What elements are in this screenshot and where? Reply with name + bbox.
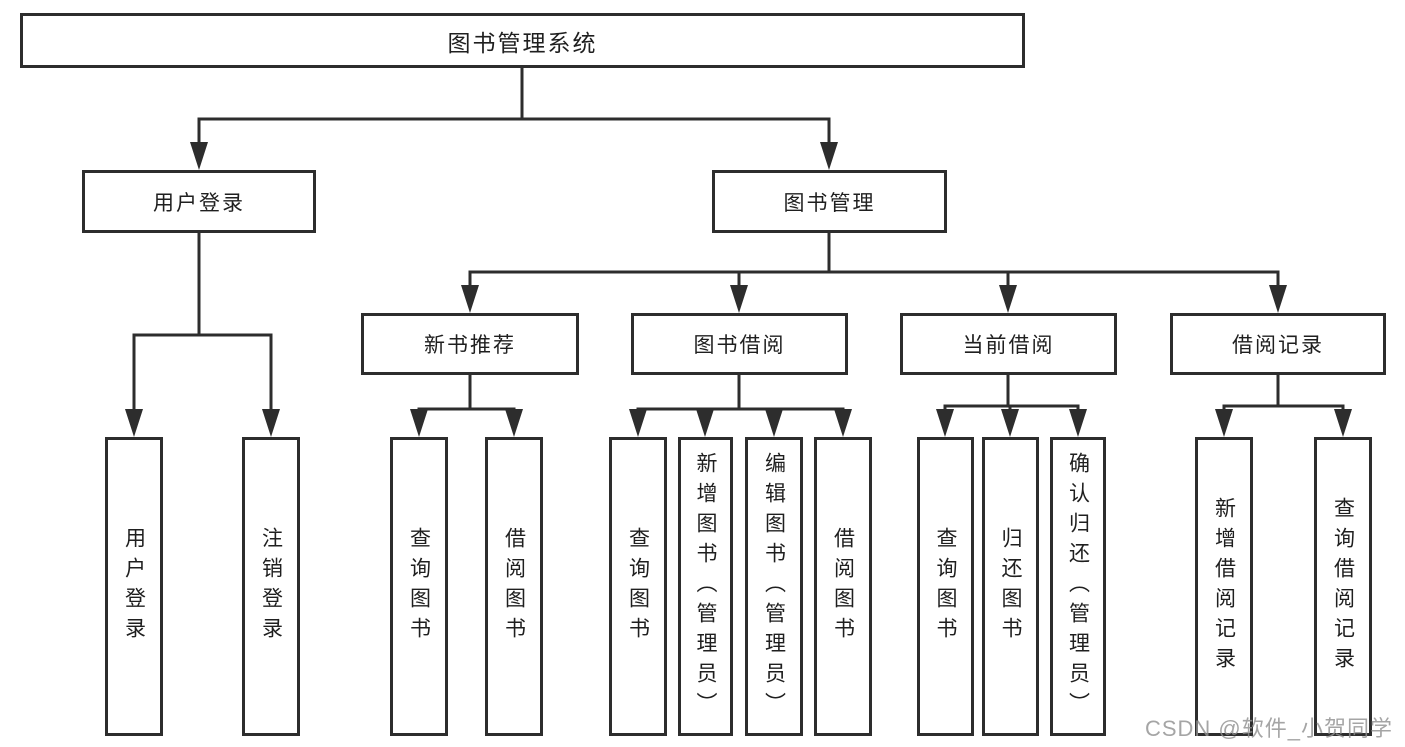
leaf-current-query-books: 查询图书 (917, 437, 974, 736)
node-user-login: 用户登录 (82, 170, 316, 233)
node-current-borrowing: 当前借阅 (900, 313, 1117, 375)
leaf-edit-books-admin: 编辑图书（管理员） (745, 437, 803, 736)
leaf-recommend-query-books: 查询图书 (390, 437, 448, 736)
node-library-system: 图书管理系统 (20, 13, 1025, 68)
leaf-add-books-admin: 新增图书（管理员） (678, 437, 733, 736)
node-book-management: 图书管理 (712, 170, 947, 233)
leaf-user-login: 用户登录 (105, 437, 163, 736)
node-book-borrowing: 图书借阅 (631, 313, 848, 375)
leaf-return-books: 归还图书 (982, 437, 1039, 736)
leaf-confirm-return-admin: 确认归还（管理员） (1050, 437, 1106, 736)
leaf-add-borrow-record: 新增借阅记录 (1195, 437, 1253, 736)
node-borrowing-records: 借阅记录 (1170, 313, 1386, 375)
leaf-query-borrow-record: 查询借阅记录 (1314, 437, 1372, 736)
leaf-borrowing-query-books: 查询图书 (609, 437, 667, 736)
csdn-watermark: CSDN @软件_小贺同学 (1144, 716, 1393, 741)
node-new-book-recommendation: 新书推荐 (361, 313, 579, 375)
leaf-logout: 注销登录 (242, 437, 300, 736)
arrowhead-icons (125, 142, 1352, 437)
leaf-borrow-books: 借阅图书 (814, 437, 872, 736)
leaf-recommend-borrow-books: 借阅图书 (485, 437, 543, 736)
